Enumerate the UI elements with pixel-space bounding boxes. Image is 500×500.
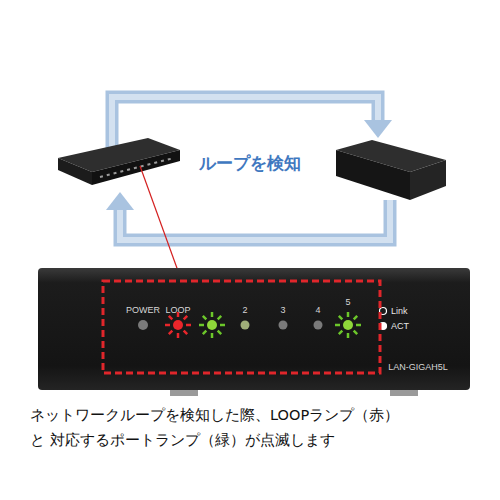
panel-label: 3 — [280, 306, 285, 315]
led-blinking — [207, 320, 217, 330]
switch-side — [410, 160, 446, 200]
led — [279, 321, 288, 330]
diagram-label: ループを検知 — [199, 152, 301, 175]
panel-label: LAN-GIGAH5L — [388, 363, 448, 372]
led — [314, 321, 323, 330]
legend-row: Link — [378, 303, 409, 318]
blink-rays — [199, 312, 225, 338]
switch-front — [336, 150, 410, 200]
legend-row: ACT — [378, 318, 409, 333]
legend-text: ACT — [391, 321, 409, 331]
switch-ports — [100, 158, 174, 177]
legend-sample — [380, 322, 387, 329]
legend-sample — [380, 307, 387, 314]
loop-arrowhead — [364, 120, 392, 138]
loop-arrow-band — [120, 200, 390, 240]
legend-swatch — [378, 321, 388, 331]
led — [241, 321, 250, 330]
panel-label: LOOP — [165, 306, 190, 315]
loop-arrowhead — [106, 192, 134, 210]
caption: ネットワークループを検知した際、LOOPランプ（赤）と 対応するポートランプ（緑… — [30, 403, 408, 453]
legend-text: Link — [391, 306, 408, 316]
highlight-box — [103, 281, 380, 373]
panel-label: 5 — [345, 298, 350, 307]
legend-swatch — [378, 306, 388, 316]
panel-label: 4 — [315, 306, 320, 315]
leader-line — [140, 166, 182, 282]
led-blinking — [343, 320, 353, 330]
loop-arrow-band-inner — [120, 200, 390, 240]
led-blinking — [173, 320, 183, 330]
switch-side — [58, 158, 92, 185]
legend: LinkACT — [378, 303, 409, 333]
blink-rays — [335, 312, 361, 338]
blink-rays — [165, 312, 191, 338]
led — [138, 320, 148, 330]
switch-front — [92, 150, 180, 185]
panel-label: POWER — [126, 306, 160, 315]
panel-label: 2 — [242, 306, 247, 315]
